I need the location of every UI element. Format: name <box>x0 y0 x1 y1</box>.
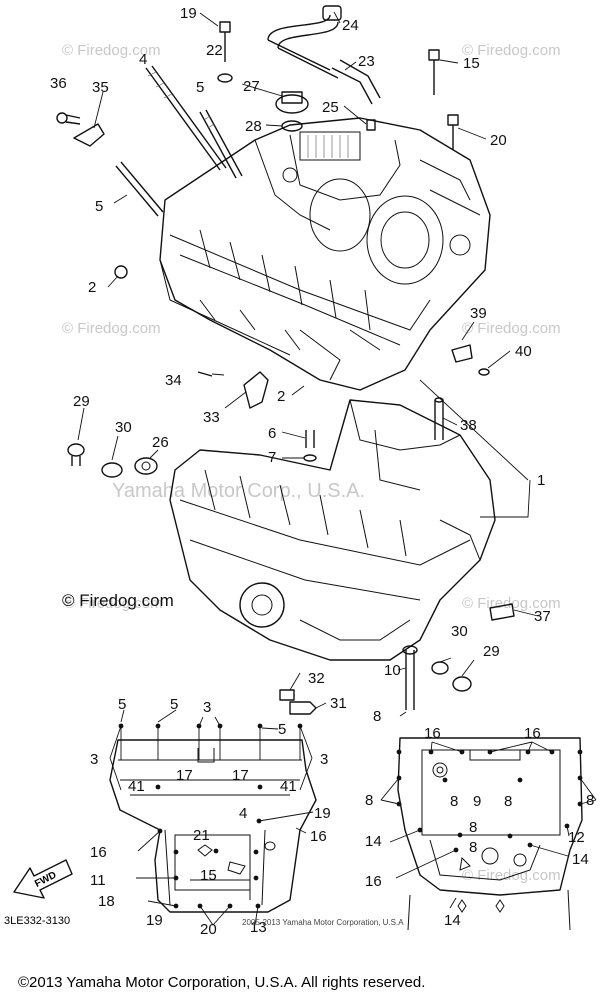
upper-crankcase <box>159 117 491 391</box>
br-callout-8: 8 <box>586 792 594 809</box>
br-callout-8: 8 <box>365 792 373 809</box>
br-callout-16: 16 <box>424 725 441 742</box>
br-callout-16: 16 <box>365 873 382 890</box>
callout-40: 40 <box>515 343 532 360</box>
callout-30: 30 <box>115 419 132 436</box>
lower-small-parts <box>67 344 515 715</box>
bottom-left-callouts: 5 5 3 5 3 3 41 17 17 41 4 19 16 16 21 11… <box>90 696 331 938</box>
callout-33: 33 <box>203 409 220 426</box>
bl-callout-11: 11 <box>90 872 106 889</box>
callout-7: 7 <box>268 449 276 466</box>
callout-2-lower: 2 <box>277 388 285 405</box>
watermark-text: © Firedog.com <box>62 42 161 59</box>
bl-callout-5: 5 <box>170 696 178 713</box>
callout-35: 35 <box>92 79 109 96</box>
callout-24: 24 <box>342 17 359 34</box>
callout-38: 38 <box>460 417 477 434</box>
br-callout-16: 16 <box>524 725 541 742</box>
callout-39: 39 <box>470 305 487 322</box>
bl-callout-19: 19 <box>146 912 163 929</box>
callout-32: 32 <box>308 670 325 687</box>
crankcase-studs <box>115 65 243 217</box>
callout-31: 31 <box>330 695 347 712</box>
callout-6: 6 <box>268 425 276 442</box>
bl-callout-17: 17 <box>232 767 249 784</box>
callout-22: 22 <box>206 42 223 59</box>
bottom-right-callouts: 16 16 8 8 9 8 8 8 12 14 8 14 16 14 <box>365 725 594 929</box>
bl-callout-4: 4 <box>239 805 247 822</box>
callout-2: 2 <box>88 279 96 296</box>
callout-37: 37 <box>534 608 551 625</box>
bl-callout-16: 16 <box>310 828 327 845</box>
callout-29: 29 <box>73 393 90 410</box>
watermark-text: © Firedog.com <box>462 867 561 884</box>
bl-callout-20: 20 <box>200 921 217 938</box>
bl-callout-41: 41 <box>128 778 145 795</box>
callout-26: 26 <box>152 434 169 451</box>
callout-23: 23 <box>358 53 375 70</box>
bl-callout-5: 5 <box>278 721 286 738</box>
callout-5-left: 5 <box>95 198 103 215</box>
watermark-text: © Firedog.com <box>64 595 163 612</box>
br-callout-14: 14 <box>444 912 461 929</box>
callout-27: 27 <box>243 78 260 95</box>
inner-copyright: 2005-2013 Yamaha Motor Corporation, U.S.… <box>242 918 404 927</box>
br-callout-8: 8 <box>450 793 458 810</box>
callout-25: 25 <box>322 99 339 116</box>
lower-crankcase <box>169 399 496 661</box>
br-callout-14: 14 <box>365 833 382 850</box>
watermark-text: Yamaha Motor Corp., U.S.A. <box>112 480 365 502</box>
watermark-text-bold: © Firedog.com <box>62 591 174 610</box>
top-small-parts <box>56 5 459 279</box>
watermark-text: © Firedog.com <box>62 320 161 337</box>
bl-callout-3: 3 <box>320 751 328 768</box>
bl-callout-17: 17 <box>176 767 193 784</box>
reference-code: 3LE332-3130 <box>4 915 70 927</box>
fwd-arrow-icon: FWD <box>13 859 73 899</box>
br-callout-9: 9 <box>473 793 481 810</box>
callout-29-right: 29 <box>483 643 500 660</box>
callout-28: 28 <box>245 118 262 135</box>
callout-8: 8 <box>373 708 381 725</box>
bottom-right-layout <box>380 737 597 931</box>
bl-callout-13: 13 <box>250 919 267 936</box>
callout-15: 15 <box>463 55 480 72</box>
leader-lines <box>77 11 539 717</box>
footer-copyright: ©2013 Yamaha Motor Corporation, U.S.A. A… <box>18 974 425 991</box>
callout-10: 10 <box>384 662 401 679</box>
bl-callout-21: 21 <box>193 827 210 844</box>
br-callout-8: 8 <box>469 839 477 856</box>
bl-callout-16: 16 <box>90 844 107 861</box>
callout-5: 5 <box>196 79 204 96</box>
bl-callout-19: 19 <box>314 805 331 822</box>
callout-4: 4 <box>139 51 147 68</box>
watermark-text: © Firedog.com <box>462 42 561 59</box>
bl-callout-3: 3 <box>90 751 98 768</box>
br-callout-8: 8 <box>504 793 512 810</box>
callout-1: 1 <box>537 472 545 489</box>
callout-30-right: 30 <box>451 623 468 640</box>
callout-34: 34 <box>165 372 182 389</box>
callout-36: 36 <box>50 75 67 92</box>
bl-callout-15: 15 <box>200 867 217 884</box>
watermark-layer: © Firedog.com © Firedog.com © Firedog.co… <box>62 42 561 884</box>
callout-20: 20 <box>490 132 507 149</box>
bl-callout-18: 18 <box>98 893 115 910</box>
bl-callout-3: 3 <box>203 699 211 716</box>
bottom-left-layout <box>109 709 317 926</box>
bl-callout-5: 5 <box>118 696 126 713</box>
bl-callout-41: 41 <box>280 778 297 795</box>
watermark-text: © Firedog.com <box>462 320 561 337</box>
callout-labels: 19 24 22 23 15 4 27 5 36 35 25 28 20 5 2… <box>50 5 551 725</box>
callout-19: 19 <box>180 5 197 22</box>
br-callout-8: 8 <box>469 819 477 836</box>
br-callout-14: 14 <box>572 851 589 868</box>
br-callout-12: 12 <box>568 829 585 846</box>
